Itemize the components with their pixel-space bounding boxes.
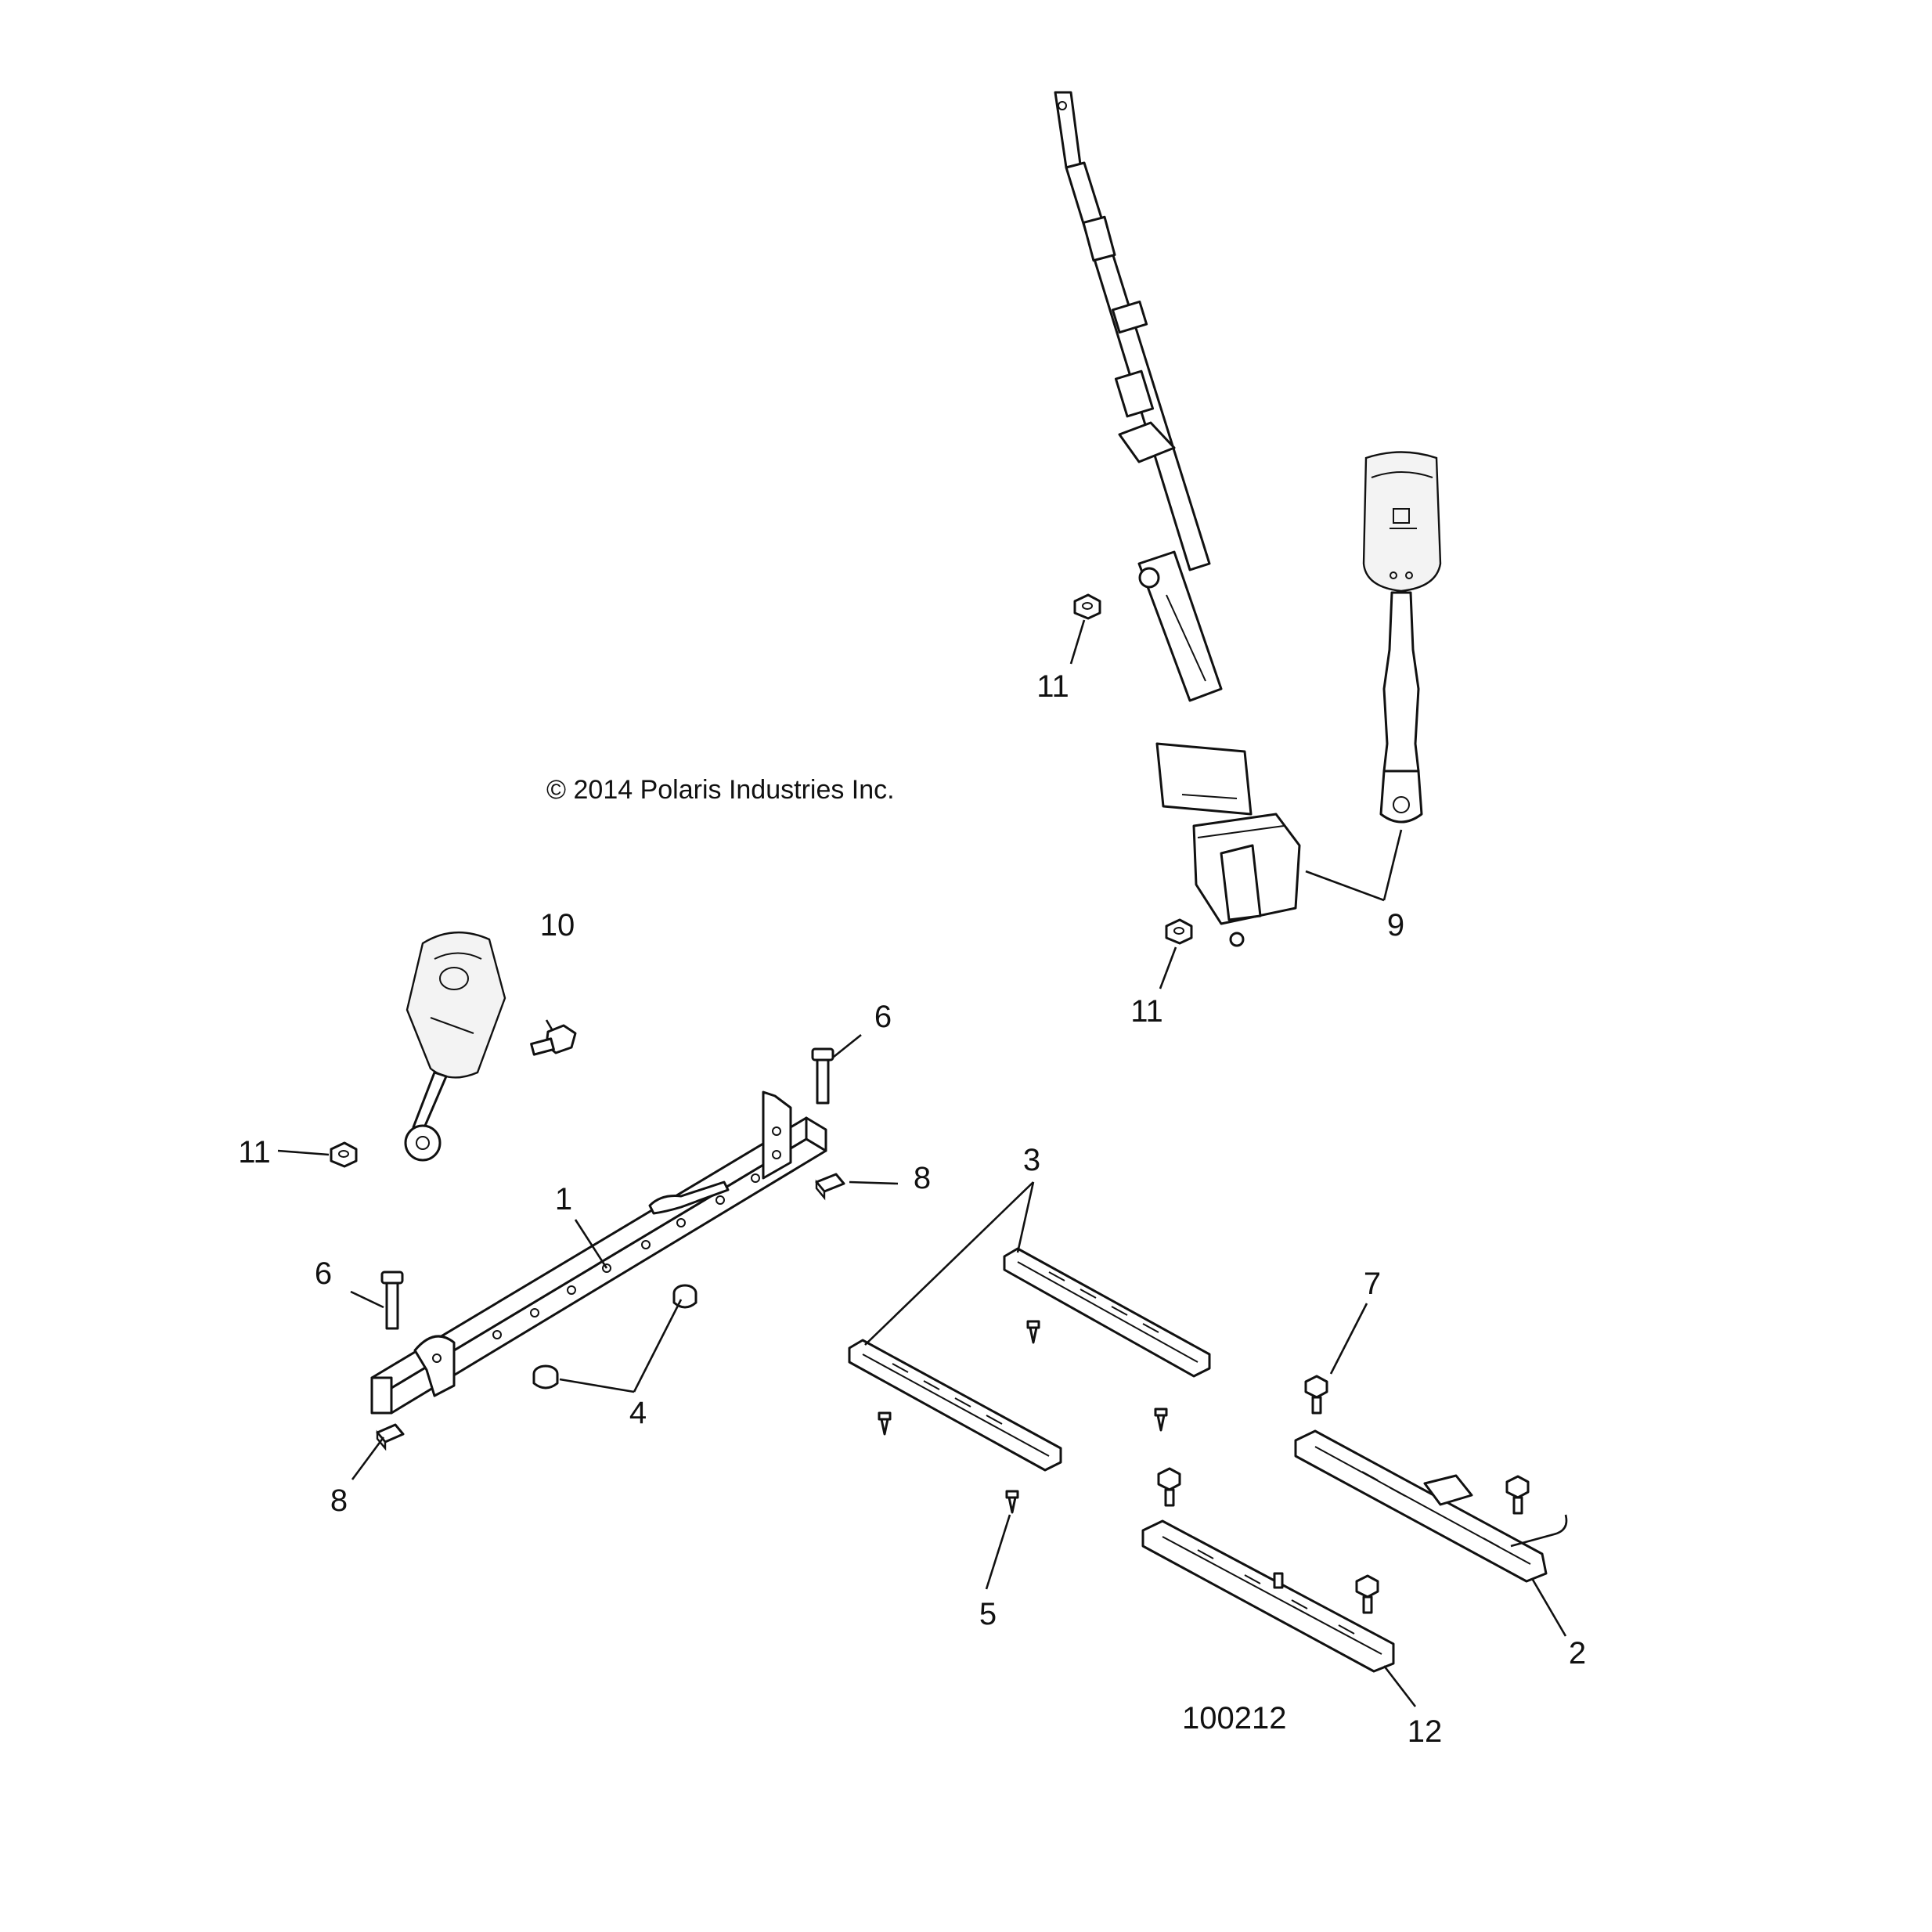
leader-lines (277, 619, 1567, 1707)
screw-5-c (1154, 1408, 1168, 1432)
callout-3: 3 (1023, 1143, 1040, 1177)
callout-11-upper: 11 (1036, 669, 1069, 704)
callout-8-upper: 8 (914, 1161, 931, 1195)
callout-9: 9 (1387, 908, 1404, 943)
screw-5-a (1026, 1320, 1040, 1344)
screw-5-b (878, 1411, 892, 1436)
callout-11-lower: 11 (1130, 994, 1163, 1029)
callout-8-lower: 8 (330, 1483, 348, 1518)
nut-4-b (532, 1364, 559, 1390)
bolt-7-b (1157, 1467, 1181, 1507)
bolt-7-c (1505, 1475, 1530, 1515)
seat-mount-tube (370, 1090, 827, 1415)
seat-rail-3-lower (848, 1339, 1062, 1472)
callout-2: 2 (1569, 1636, 1586, 1671)
callout-labels: 1 2 3 4 5 6 6 7 8 8 9 10 11 11 11 12 (238, 669, 1586, 1749)
callout-6-lower: 6 (315, 1256, 332, 1291)
seat-slider-12 (1141, 1519, 1395, 1673)
bolt-6-lower (380, 1271, 404, 1330)
bolt-7-a (1304, 1375, 1328, 1415)
bolt-10 (530, 1024, 577, 1056)
seat-slider-2 (1294, 1429, 1568, 1583)
callout-11-left: 11 (238, 1135, 271, 1170)
seat-belt-buckle-right (1362, 451, 1442, 824)
clip-nut-8-lower (376, 1423, 405, 1451)
callout-12: 12 (1408, 1714, 1443, 1749)
nut-11-lower (1165, 918, 1193, 945)
callout-10: 10 (540, 908, 575, 943)
callout-4: 4 (629, 1396, 647, 1430)
bolt-6-upper (811, 1047, 834, 1105)
copyright-notice: © 2014 Polaris Industries Inc. (546, 775, 895, 805)
nut-11-upper (1073, 593, 1101, 620)
bolt-7-d (1355, 1574, 1379, 1614)
callout-5: 5 (979, 1597, 997, 1631)
nut-11-left (330, 1141, 358, 1168)
screw-5-d (1005, 1490, 1019, 1514)
nut-4-a (672, 1284, 697, 1309)
callout-7: 7 (1364, 1267, 1381, 1301)
callout-1: 1 (555, 1182, 572, 1217)
seat-belt-retractor (1054, 91, 1301, 947)
seat-rail-3-upper (1003, 1247, 1211, 1378)
clip-nut-8-upper (815, 1173, 845, 1201)
callout-6-upper: 6 (874, 1000, 892, 1034)
figure-id: 100212 (1182, 1701, 1286, 1736)
seat-belt-buckle-left (404, 932, 506, 1162)
